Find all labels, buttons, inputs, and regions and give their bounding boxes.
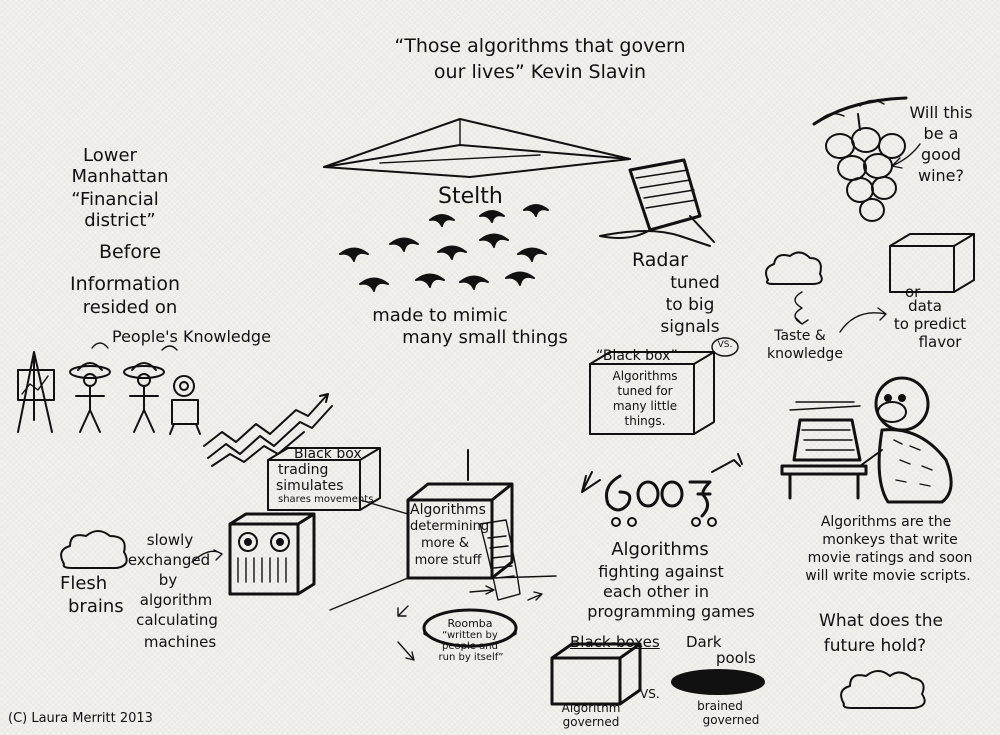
financial-line-7: resided on [82, 297, 178, 318]
future-line-2: future hold? [823, 636, 927, 656]
flesh-line-2: brains [68, 596, 124, 617]
wine-line-4: wine? [917, 166, 964, 185]
exchange-line-1: slowly [146, 531, 194, 549]
center-box-line-3: more & [421, 536, 469, 551]
roomba-sketch [397, 585, 543, 661]
radar-dish-sketch [599, 158, 715, 247]
flesh-brain-cloud-sketch [60, 530, 128, 569]
exchange-arrow [191, 549, 223, 563]
monkey-typewriter-sketch [780, 376, 953, 504]
stealth-caption-line-2: many small things [402, 327, 568, 348]
radar-vs-label: VS. [717, 340, 733, 350]
trading-line-4: shares movements [278, 494, 374, 505]
copyright-label: (C) Laura Merritt 2013 [8, 711, 153, 726]
vs-circle-radar [711, 337, 739, 357]
black-boxes-caption-2: governed [562, 715, 620, 729]
trading-line-3: simulates [276, 478, 344, 494]
trading-line-2: trading [278, 462, 329, 478]
exchange-line-6: machines [143, 633, 217, 651]
wine-line-2: be a [923, 124, 959, 143]
center-box-line-4: more stuff [414, 553, 482, 568]
taste-arrows [794, 291, 809, 325]
monkeys-line-3: movie ratings and soon [807, 550, 973, 566]
black-box-right-line-4: things. [624, 414, 666, 428]
future-line-1: What does the [819, 611, 943, 631]
wine-arrow [891, 143, 921, 169]
stealth-plane-sketch [323, 118, 631, 178]
taste-line-1: Taste & [774, 328, 826, 344]
center-box-sketch [329, 449, 557, 611]
birds-flock-sketch [339, 204, 549, 292]
exchange-line-2: exchanged [127, 551, 211, 569]
financial-line-4: district” [84, 210, 156, 231]
financial-line-6: Information [70, 273, 180, 295]
monkeys-line-1: Algorithms are the [820, 514, 952, 530]
dark-pool-sketch [671, 669, 765, 695]
black-boxes-vs-label: VS. [640, 687, 660, 701]
wine-line-1: Will this [909, 103, 973, 122]
radar-line-3: signals [660, 317, 720, 337]
taste-data-line-1: data [908, 297, 942, 315]
exchange-line-5: calculating [136, 611, 218, 629]
stealth-label: Stelth [438, 184, 503, 209]
financial-line-1: Lower [83, 145, 137, 166]
trading-line-1: Black box [294, 446, 362, 462]
dark-pools-caption-1: brained [697, 699, 743, 713]
roomba-line-2: “written by [442, 630, 498, 641]
taste-data-line-3: flavor [918, 333, 962, 351]
radar-line-1: tuned [670, 273, 720, 293]
games-line-3: each other in [603, 582, 709, 601]
calculating-machine-sketch [228, 512, 316, 596]
exchange-line-3: by [158, 571, 178, 589]
monkeys-line-2: monkeys that write [822, 532, 958, 548]
black-box-right-sketch [589, 351, 715, 435]
taste-or-label: or [905, 283, 921, 301]
black-box-right-label: “Black box” [596, 348, 678, 364]
data-box-sketch [889, 233, 975, 293]
dark-pools-line-2: pools [716, 649, 756, 667]
fighting-algorithms-sketch [581, 453, 743, 527]
black-box-right-line-1: Algorithms [612, 369, 678, 383]
taste-cloud-sketch [765, 251, 823, 285]
people-knowledge-sketch [17, 342, 201, 435]
games-line-2: fighting against [598, 562, 724, 581]
black-box-right-line-3: many little [612, 399, 678, 413]
monkeys-line-4: will write movie scripts. [805, 568, 971, 584]
black-boxes-caption-1: Algorithm [561, 701, 621, 715]
financial-line-3: “Financial [71, 189, 159, 210]
dark-pools-line-1: Dark [686, 633, 722, 651]
dark-pools-caption-2: governed [702, 713, 760, 727]
roomba-line-4: run by itself” [438, 652, 504, 663]
center-box-line-2: determining [410, 519, 490, 534]
black-box-right-line-2: tuned for [617, 384, 673, 398]
roomba-line-3: people and [442, 641, 498, 652]
financial-line-2: Manhattan [71, 166, 169, 187]
title-line-2: our lives” Kevin Slavin [433, 61, 647, 83]
taste-data-line-2: to predict [893, 315, 967, 333]
peoples-knowledge-label: People's Knowledge [112, 327, 271, 346]
roomba-line-1: Roomba [447, 617, 493, 630]
games-line-4: programming games [587, 602, 755, 621]
title-line-1: “Those algorithms that govern [394, 35, 686, 57]
taste-to-data-arrow [839, 307, 887, 333]
taste-line-2: knowledge [767, 346, 843, 362]
black-box-trading-sketch [267, 447, 381, 511]
black-boxes-cube-sketch [550, 642, 642, 706]
center-box-line-1: Algorithms [410, 502, 486, 518]
wine-line-3: good [921, 145, 961, 164]
flesh-line-1: Flesh [60, 573, 108, 594]
future-cloud-sketch [840, 670, 926, 709]
radar-label: Radar [632, 249, 688, 271]
radar-line-2: to big [665, 295, 715, 315]
stealth-caption-line-1: made to mimic [372, 305, 508, 326]
games-line-1: Algorithms [611, 539, 709, 560]
financial-line-5: Before [98, 241, 162, 263]
exchange-line-4: algorithm [139, 591, 213, 609]
